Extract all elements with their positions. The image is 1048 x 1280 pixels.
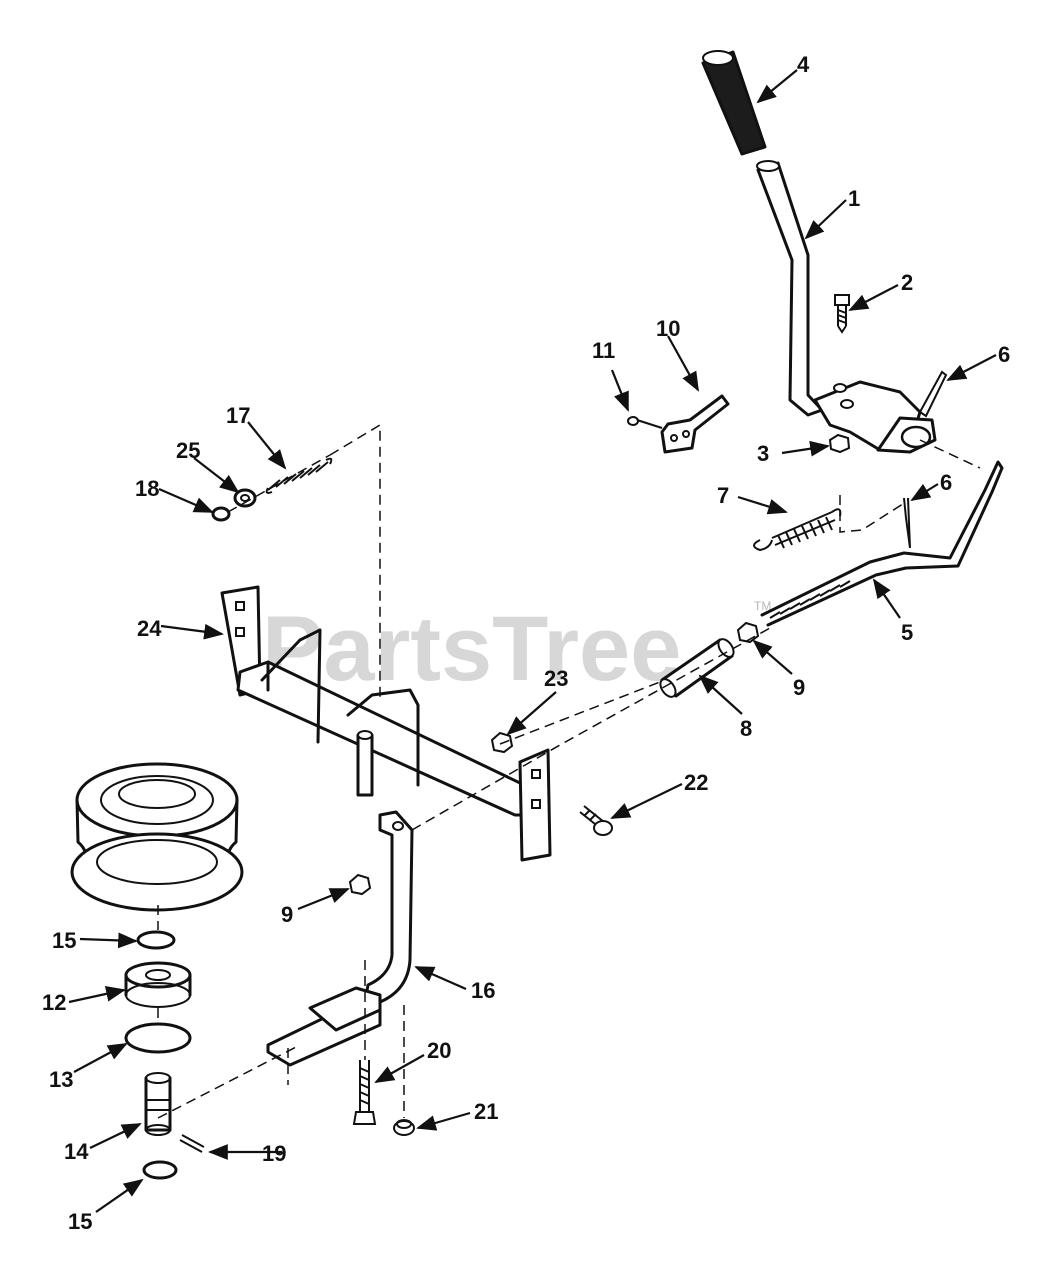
- part-plate-10: [660, 394, 730, 454]
- part-snap-ring-15-lower: [142, 1160, 178, 1180]
- callout-17: 17: [226, 403, 250, 428]
- callout-8: 8: [740, 716, 752, 741]
- callout-24: 24: [137, 616, 162, 641]
- callout-15-lower: 15: [68, 1209, 92, 1234]
- callout-10: 10: [656, 316, 680, 341]
- part-bolt-20: [352, 1060, 377, 1125]
- callout-6-lower: 6: [940, 470, 952, 495]
- callout-7: 7: [717, 483, 729, 508]
- part-lever-bracket: [813, 380, 937, 454]
- part-nut-21: [393, 1119, 415, 1136]
- part-bolt-2: [834, 294, 850, 334]
- part-nut-9-upper: [736, 621, 760, 644]
- callout-5: 5: [901, 620, 913, 645]
- callout-9-lower: 9: [281, 902, 293, 927]
- callout-6-upper: 6: [998, 342, 1010, 367]
- part-snap-ring-15-upper: [136, 930, 176, 950]
- callout-21: 21: [474, 1099, 498, 1124]
- callout-15-upper: 15: [52, 928, 76, 953]
- part-shift-rod-5: [760, 460, 1004, 627]
- part-pin-19: [179, 1134, 205, 1153]
- part-grip: [701, 50, 767, 156]
- callout-4: 4: [797, 52, 810, 77]
- part-shift-lever: [756, 160, 824, 417]
- callout-12: 12: [42, 990, 66, 1015]
- part-nut-9-lower: [348, 873, 372, 896]
- part-retaining-ring-13: [124, 1022, 192, 1054]
- callout-9-upper: 9: [793, 675, 805, 700]
- part-spring-7: [753, 508, 842, 552]
- watermark-text: PartsTree: [262, 598, 681, 700]
- callout-23: 23: [544, 666, 568, 691]
- callout-3: 3: [757, 441, 769, 466]
- part-screw-11: [627, 416, 663, 429]
- callout-16: 16: [471, 978, 495, 1003]
- part-shaft-14: [144, 1072, 172, 1136]
- callout-13: 13: [49, 1067, 73, 1092]
- watermark-trademark: TM: [754, 599, 771, 613]
- part-spring-17: [265, 457, 333, 494]
- callout-19: 19: [262, 1141, 286, 1166]
- callout-18: 18: [135, 476, 159, 501]
- part-nut-3: [828, 433, 851, 454]
- callout-22: 22: [684, 770, 708, 795]
- part-cotter-pin-upper: [918, 370, 948, 418]
- part-washer-25: [233, 488, 257, 508]
- leader-arrows: [68, 69, 997, 1213]
- callout-1: 1: [848, 186, 860, 211]
- callout-25: 25: [176, 438, 200, 463]
- callout-20: 20: [427, 1038, 451, 1063]
- part-cotter-pin-lower: [903, 497, 911, 549]
- part-locknut-18: [211, 506, 231, 522]
- alignment-lines: [157, 423, 981, 1119]
- callout-14: 14: [64, 1139, 89, 1164]
- part-idler-arm-16: [266, 810, 414, 1067]
- callout-labels: 4 1 2 6 3 6 7 5 9 8 10 11 23 22 17 25 18…: [42, 52, 1010, 1234]
- callout-2: 2: [901, 270, 913, 295]
- callout-11: 11: [592, 338, 615, 363]
- part-bolt-22: [579, 805, 613, 836]
- part-frame-24: [220, 585, 552, 862]
- part-pulley: [70, 762, 244, 912]
- part-bearing-12: [124, 961, 192, 1008]
